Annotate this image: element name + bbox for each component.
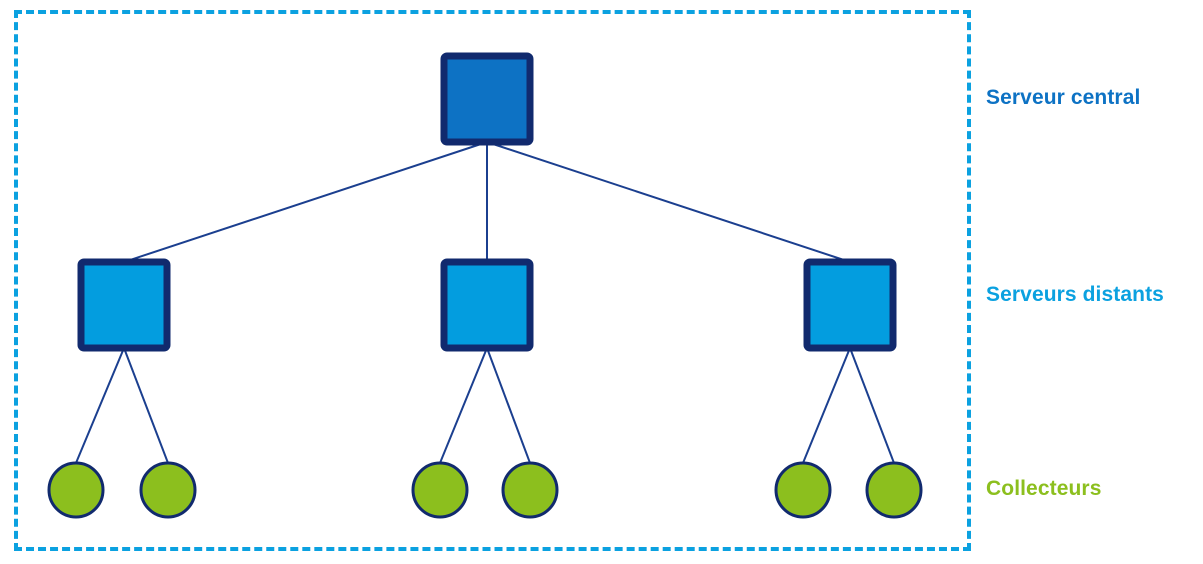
node-collector-3[interactable] [411,461,469,519]
node-collector-1[interactable] [47,461,105,519]
node-group-central-server [440,52,534,146]
edge-group-remote-to-collectors [75,347,895,464]
node-remote-server-right[interactable] [803,258,897,352]
legend-label-remote-servers: Serveurs distants [986,283,1164,306]
node-collector-4[interactable] [501,461,559,519]
node-collector-5[interactable] [774,461,832,519]
edge-remote-middle-to-collector-3 [439,347,488,464]
node-remote-server-left[interactable] [77,258,171,352]
edge-remote-left-to-collector-1 [75,347,125,464]
edge-central-to-remote-right [486,141,851,263]
node-collector-6[interactable] [865,461,923,519]
edge-remote-left-to-collector-2 [123,347,169,464]
edge-remote-right-to-collector-5 [802,347,851,464]
edge-remote-right-to-collector-6 [849,347,895,464]
node-remote-server-middle[interactable] [440,258,534,352]
edge-remote-middle-to-collector-4 [486,347,531,464]
edge-group-central-to-remote [123,141,851,263]
node-group-collectors [47,461,923,519]
legend-label-central-server: Serveur central [986,86,1141,109]
legend-label-collectors: Collecteurs [986,477,1102,500]
node-collector-2[interactable] [139,461,197,519]
node-group-remote-servers [77,258,897,352]
edge-central-to-remote-left [123,141,488,263]
node-central-server[interactable] [440,52,534,146]
diagram-boundary-frame [14,10,971,551]
